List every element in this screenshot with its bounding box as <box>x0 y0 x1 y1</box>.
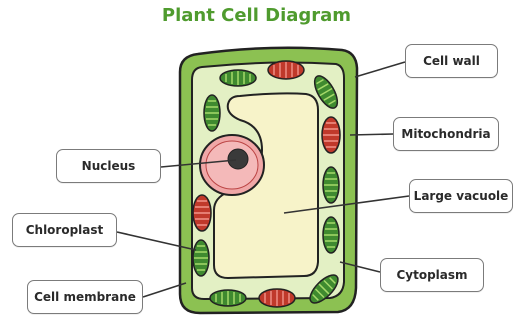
label-nucleus: Nucleus <box>56 149 161 183</box>
label-chloroplast: Chloroplast <box>12 213 117 247</box>
mitochondrion <box>322 117 340 153</box>
diagram-title: Plant Cell Diagram <box>0 5 513 26</box>
label-cell-membrane: Cell membrane <box>27 280 143 314</box>
chloroplast <box>204 95 220 131</box>
chloroplast <box>323 167 339 203</box>
nucleolus <box>228 149 248 169</box>
chloroplast <box>210 290 246 306</box>
mitochondrion <box>193 195 211 231</box>
chloroplast <box>220 70 256 86</box>
mitochondrion <box>259 289 295 307</box>
chloroplast <box>323 217 339 253</box>
label-cell-wall: Cell wall <box>405 44 498 78</box>
chloroplast <box>193 240 209 276</box>
leader-line-cell-wall <box>355 62 405 77</box>
label-cytoplasm: Cytoplasm <box>380 258 484 292</box>
mitochondrion <box>268 61 304 79</box>
leader-line-mitochondria <box>350 134 393 135</box>
label-large-vacuole: Large vacuole <box>409 179 513 213</box>
label-mitochondria: Mitochondria <box>393 117 499 151</box>
